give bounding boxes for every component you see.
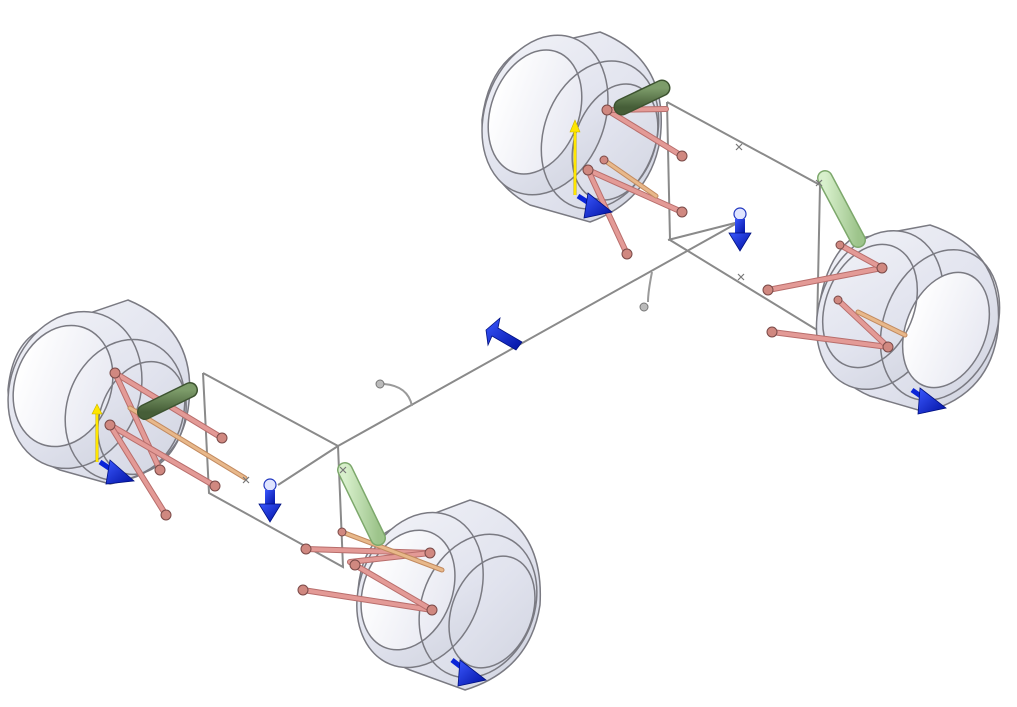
force-arrow-icon	[910, 387, 947, 415]
force-arrow-icon	[728, 207, 752, 252]
frame-markers	[242, 143, 823, 484]
force-arrow-icon	[576, 192, 613, 219]
damper	[817, 170, 866, 248]
ball-joints	[104, 367, 228, 521]
damper	[337, 462, 386, 546]
force-arrow-icon	[258, 478, 282, 523]
axis-arrow-icon	[91, 403, 103, 462]
tire	[815, 224, 1001, 413]
wishbone-links	[765, 242, 908, 350]
force-arrow-icon	[450, 658, 487, 687]
axis-arrow-icon	[569, 119, 581, 195]
wheel-front-right[interactable]	[762, 170, 1017, 418]
wheel-rear-right[interactable]	[461, 17, 688, 260]
wishbone-links	[300, 529, 445, 613]
damper	[613, 79, 671, 116]
force-arrow-icon	[98, 459, 135, 485]
wheel-front-left[interactable]	[297, 462, 558, 696]
wheel-rear-left[interactable]	[0, 293, 248, 521]
damper	[137, 382, 198, 420]
ball-joints	[582, 104, 688, 260]
force-arrow-icon	[485, 316, 523, 351]
ball-joints	[762, 240, 894, 353]
ball-joints	[297, 527, 438, 616]
chassis-frame	[202, 101, 822, 569]
pin-constraint-icon	[375, 302, 649, 389]
